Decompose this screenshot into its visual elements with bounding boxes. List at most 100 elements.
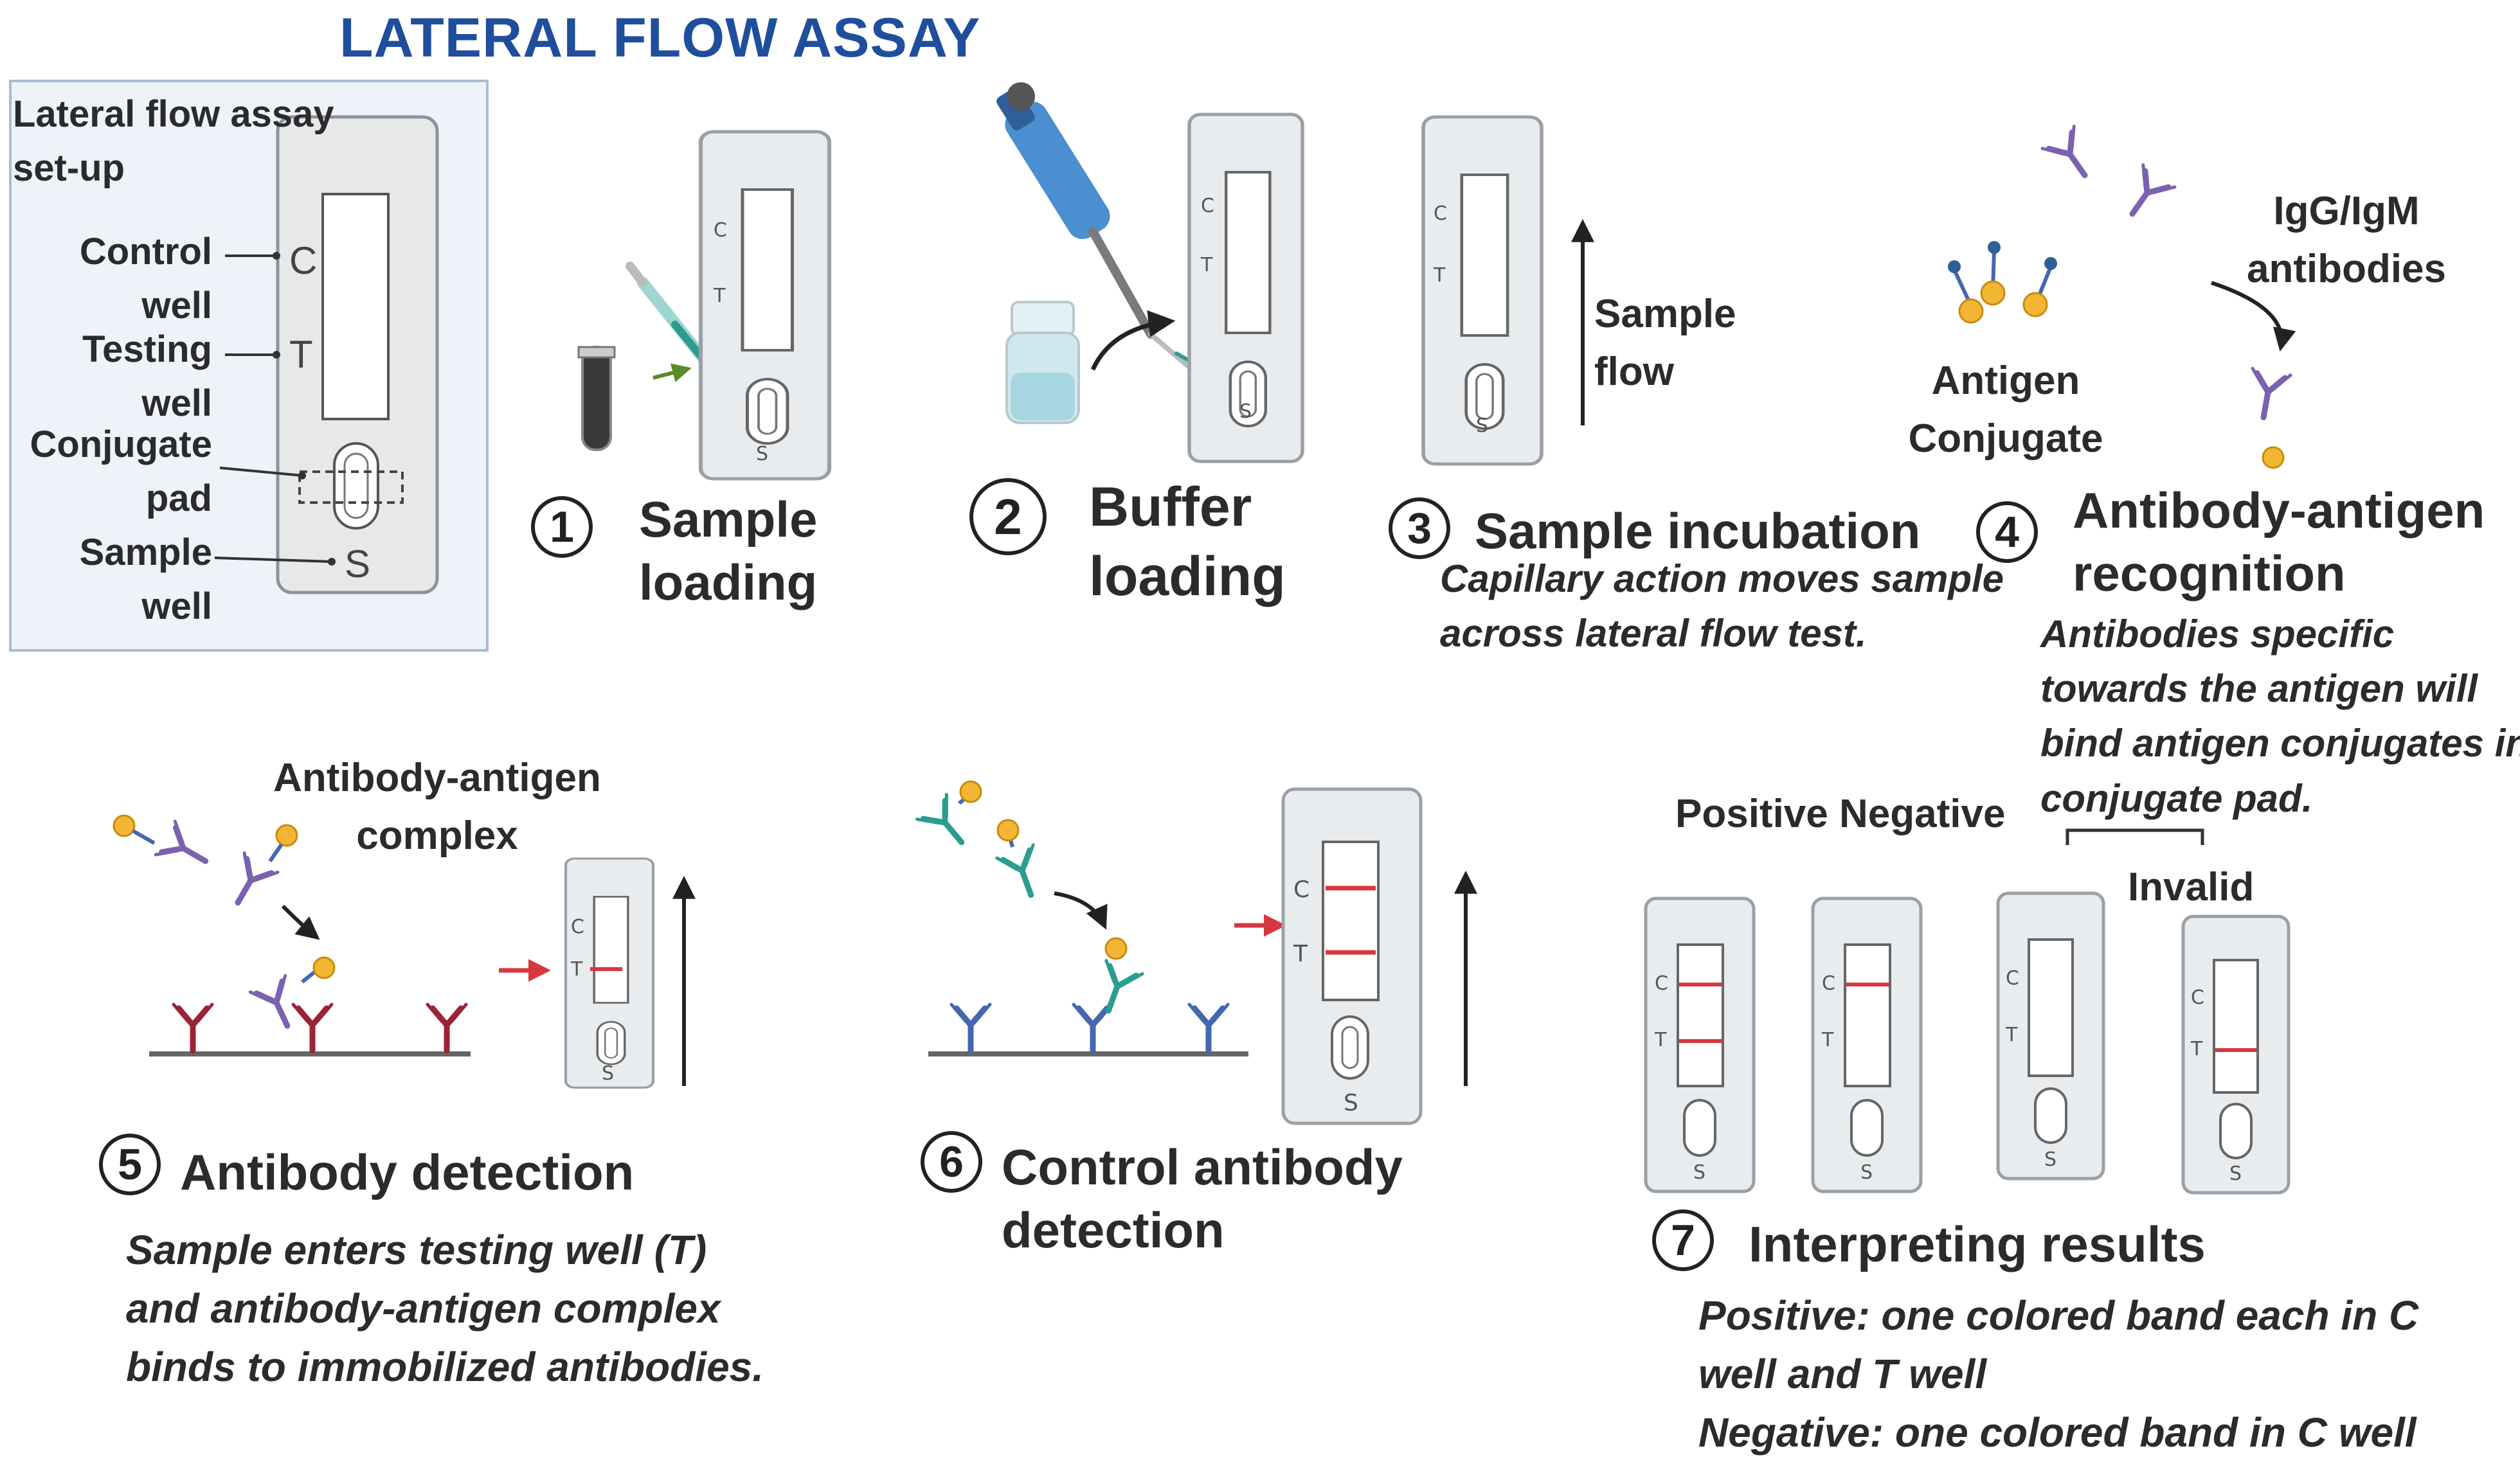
antigen-conjugate-label-line1: Antigen	[1931, 359, 2080, 403]
step1-title-line2: loading	[639, 553, 818, 611]
step6-t-letter: T	[1293, 941, 1308, 967]
step3-t-letter: T	[1434, 264, 1446, 287]
immobilized-antibodies	[174, 1004, 466, 1051]
result-strip-invalid-2	[2181, 914, 2290, 1195]
invalid2-s-letter: S	[2229, 1163, 2242, 1185]
control-well-label: Control well	[64, 225, 212, 333]
step6-number: 6	[921, 1131, 982, 1193]
setup-s-letter: S	[345, 542, 371, 585]
conjugate-pad-label-line1: Conjugate	[30, 423, 212, 465]
result-strip-invalid-1	[1996, 891, 2105, 1181]
step5-description: Sample enters testing well (T) and antib…	[126, 1221, 764, 1396]
step4-title-line1: Antibody-antigen	[2073, 482, 2485, 539]
step7-description-line1: Positive: one colored band each in C	[1698, 1292, 2419, 1339]
arrow-icon	[281, 904, 320, 940]
step5-description-line1: Sample enters testing well (T)	[126, 1227, 707, 1273]
setup-t-letter: T	[289, 333, 313, 376]
step3-c-letter: C	[1434, 202, 1447, 225]
complex-label-line1: Antibody-antigen	[273, 756, 601, 800]
conjugate-pad-label: Conjugate pad	[26, 418, 212, 526]
bound-antibody-icon	[2245, 368, 2291, 469]
arrow-icon	[1054, 891, 1108, 930]
step2-title: Buffer loading	[1089, 473, 1286, 611]
step7-description-line3: Negative: one colored band in C well	[1698, 1409, 2416, 1456]
step2-s-letter: S	[1239, 400, 1252, 423]
step5-number: 5	[99, 1134, 161, 1195]
antibody-antigen-complex-label: Antibody-antigen complex	[244, 749, 630, 865]
step7-description: Positive: one colored band each in C wel…	[1698, 1287, 2418, 1462]
step2-t-letter: T	[1201, 254, 1213, 276]
step6-title-line2: detection	[1002, 1201, 1225, 1258]
step7-title: Interpreting results	[1749, 1216, 2206, 1272]
step6-strip	[1281, 787, 1423, 1125]
antigen-conjugate-label: Antigen Conjugate	[1890, 352, 2121, 468]
step3-strip	[1423, 117, 1542, 464]
igg-igm-antibodies-label-line1: IgG/IgM	[2273, 189, 2420, 233]
step7-description-line2: well and T well	[1698, 1350, 1987, 1397]
step4-number: 4	[1976, 501, 2038, 563]
step5-s-letter: S	[602, 1062, 615, 1085]
step3-description-line1: Capillary action moves sample	[1440, 557, 2004, 600]
step6-c-letter: C	[1293, 877, 1310, 903]
invalid2-t-letter: T	[2191, 1038, 2203, 1060]
step1-s-letter: S	[756, 443, 769, 465]
result-strip-negative	[1811, 896, 1923, 1193]
control-complex-icons	[917, 780, 1048, 902]
step1-title-line1: Sample	[639, 491, 818, 548]
step3-number: 3	[1389, 497, 1450, 559]
positive-negative-label: Positive Negative	[1675, 792, 2006, 836]
conjugate-pad-label-line2: pad	[145, 477, 212, 520]
setup-heading: Lateral flow assay set-up	[13, 87, 334, 195]
captured-control-complex	[1090, 937, 1142, 1017]
negative-c-letter: C	[1822, 972, 1835, 995]
sample-well-label-line2: well	[141, 585, 212, 628]
antigen-conjugate-icon	[1948, 241, 2057, 324]
sample-flow-label-line1: Sample	[1594, 292, 1736, 336]
sample-flow-label: Sample flow	[1594, 285, 1736, 401]
antibody-icon	[2042, 127, 2175, 225]
invalid1-c-letter: C	[2006, 967, 2019, 990]
step2-title-line2: loading	[1089, 545, 1286, 607]
step4-title-line2: recognition	[2073, 544, 2346, 602]
captured-complex	[250, 956, 336, 1034]
step4-description: Antibodies specific towards the antigen …	[2040, 607, 2520, 826]
step5-title: Antibody detection	[180, 1144, 634, 1200]
step1-title: Sample loading	[639, 488, 817, 614]
step4-description-line1: Antibodies specific	[2040, 612, 2395, 655]
complex-label-line2: complex	[356, 813, 518, 858]
step3-description-line2: across lateral flow test.	[1440, 612, 1867, 655]
step5-description-line3: binds to immobilized antibodies.	[126, 1343, 764, 1390]
result-strip-positive	[1644, 896, 1756, 1193]
igg-igm-antibodies-label: IgG/IgM antibodies	[2218, 183, 2475, 298]
step2-c-letter: C	[1201, 195, 1214, 217]
step2-title-line1: Buffer	[1089, 476, 1252, 538]
arrow-icon	[652, 363, 692, 382]
step3-title: Sample incubation	[1475, 503, 1921, 559]
step3-description: Capillary action moves sample across lat…	[1440, 551, 2004, 661]
step1-t-letter: T	[714, 285, 726, 307]
setup-heading-line1: Lateral flow assay	[13, 93, 334, 135]
step2-number: 2	[969, 478, 1047, 555]
setup-strip	[276, 115, 439, 594]
sample-well-label-line1: Sample	[79, 531, 212, 573]
control-well-label-line1: Control	[79, 231, 212, 272]
setup-heading-line2: set-up	[13, 147, 125, 190]
step6-title-line1: Control antibody	[1002, 1139, 1403, 1195]
arrow-icon	[2211, 281, 2296, 352]
step6-s-letter: S	[1344, 1090, 1358, 1116]
positive-c-letter: C	[1655, 972, 1668, 995]
igg-igm-antibodies-label-line2: antibodies	[2246, 246, 2447, 291]
page-title: LATERAL FLOW ASSAY	[339, 7, 981, 69]
step7-number: 7	[1652, 1209, 1714, 1271]
testing-well-label-line1: Testing	[82, 328, 212, 370]
antigen-conjugate-label-line2: Conjugate	[1908, 416, 2103, 461]
step5-description-line2: and antibody-antigen complex	[126, 1285, 721, 1332]
step4-title: Antibody-antigen recognition	[2073, 479, 2485, 605]
step4-description-line4: conjugate pad.	[2040, 776, 2313, 820]
step6-title: Control antibody detection	[1002, 1136, 1403, 1261]
step1-number: 1	[531, 496, 593, 558]
blood-tube-icon	[577, 346, 616, 451]
testing-well-label-line2: well	[141, 382, 212, 425]
